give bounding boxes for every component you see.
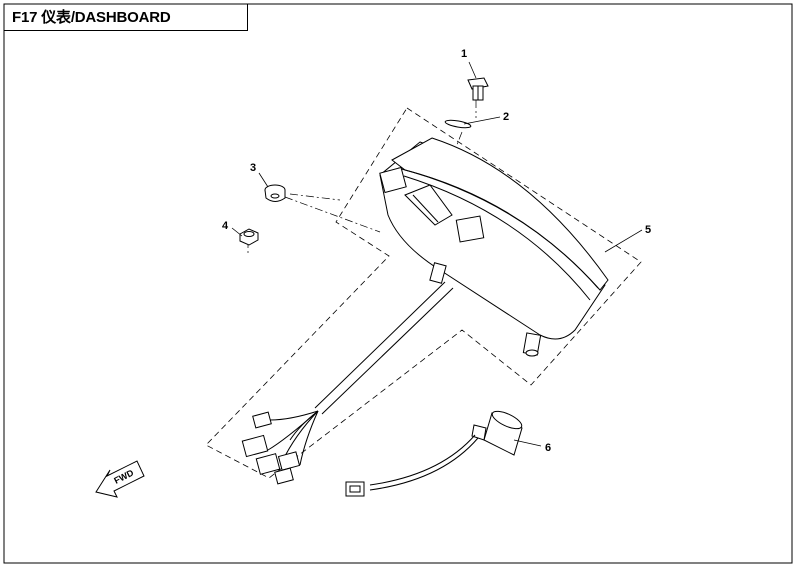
part-1-bolt — [467, 77, 489, 101]
harness-connectors — [241, 411, 301, 485]
part-4-nut — [239, 228, 259, 246]
callout-leaders — [231, 61, 643, 447]
part-6-sensor — [345, 410, 523, 497]
sheet-border — [3, 3, 793, 564]
callout-3: 3 — [250, 162, 256, 174]
part-5-instrument-cluster — [379, 137, 609, 357]
part-3-grommet — [264, 184, 286, 202]
callout-2: 2 — [503, 111, 509, 123]
callout-5: 5 — [645, 224, 651, 236]
fwd-arrow-icon — [95, 460, 145, 498]
callout-1: 1 — [461, 48, 467, 60]
diagram-title: F17 仪表/DASHBOARD — [4, 4, 248, 31]
wiring-harness — [267, 281, 454, 466]
callout-4: 4 — [222, 220, 229, 232]
assembly-boundary-dashed — [205, 107, 642, 479]
part-2-washer — [444, 119, 472, 129]
callout-6: 6 — [545, 442, 551, 454]
